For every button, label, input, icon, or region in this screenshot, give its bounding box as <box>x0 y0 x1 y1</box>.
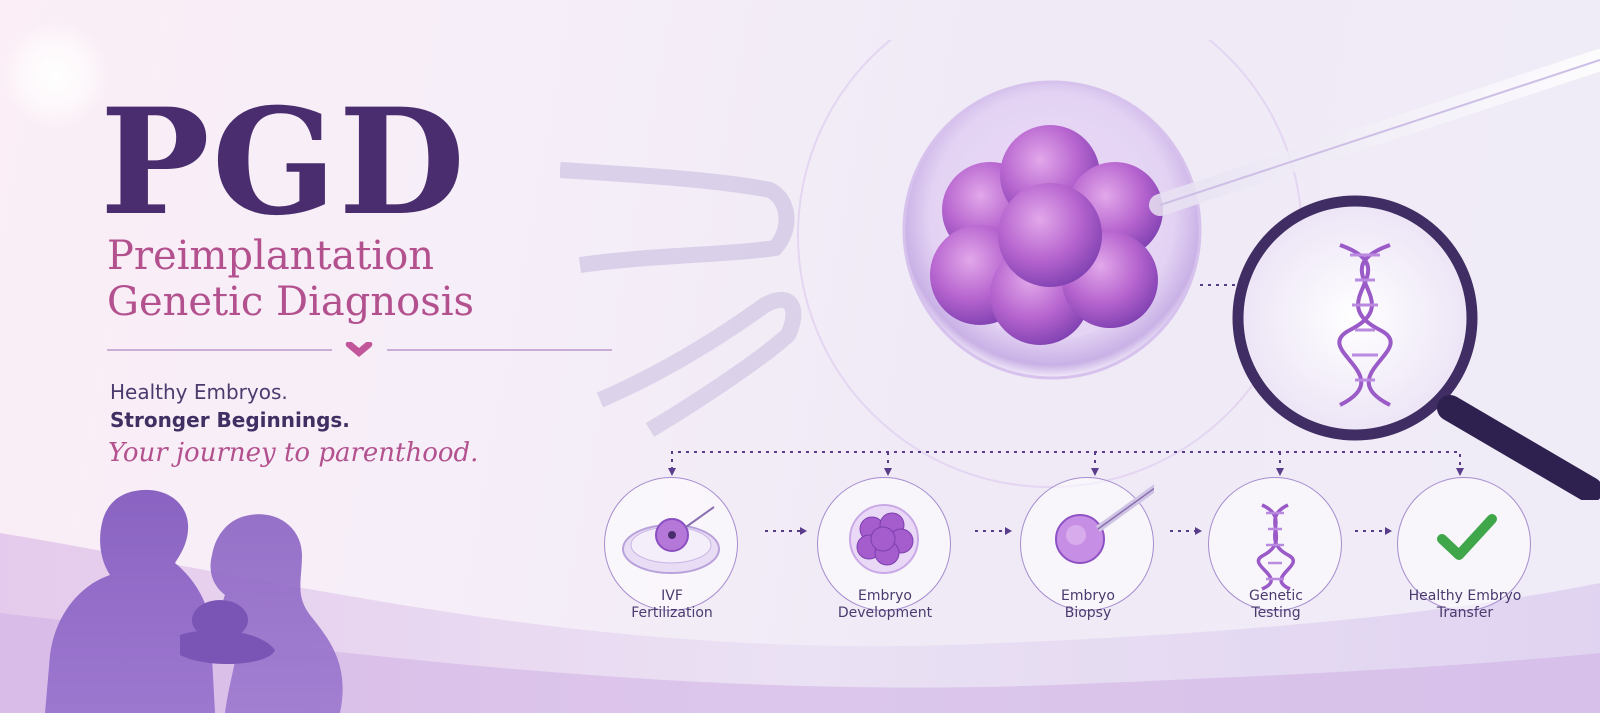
step-embryo-development: Embryo Development <box>805 477 965 621</box>
step-label: Embryo Development <box>837 588 933 621</box>
family-silhouette <box>45 489 343 713</box>
checkmark-icon <box>1437 514 1497 560</box>
dna-icon <box>1256 503 1296 591</box>
embryo-cluster-icon <box>849 504 919 574</box>
tagline-line-1: Healthy Embryos. <box>110 380 288 404</box>
step-genetic-testing: Genetic Testing <box>1196 477 1356 621</box>
step-label: Genetic Testing <box>1248 588 1304 621</box>
step-embryo-biopsy: Embryo Biopsy <box>1008 477 1168 621</box>
subtitle-line-2: Genetic Diagnosis <box>107 279 475 325</box>
step-label: IVF Fertilization <box>631 588 713 621</box>
tagline-script: Your journey to parenthood. <box>108 438 479 468</box>
page-subtitle: Preimplantation Genetic Diagnosis <box>107 233 474 325</box>
heart-divider <box>107 342 612 357</box>
light-glow <box>0 20 110 130</box>
tagline-line-2: Stronger Beginnings. <box>110 408 350 432</box>
biopsy-pipette-icon <box>1055 484 1154 564</box>
page-title: PGD <box>100 77 468 248</box>
petri-dish-icon <box>622 506 720 574</box>
step-label: Embryo Biopsy <box>1061 588 1115 621</box>
background-wave <box>0 533 1600 713</box>
step-ivf-fertilization: IVF Fertilization <box>592 477 752 621</box>
embryo-illustration <box>560 40 1600 500</box>
step-label: Healthy Embryo Transfer <box>1408 588 1522 621</box>
subtitle-line-1: Preimplantation <box>107 233 435 279</box>
step-healthy-embryo-transfer: Healthy Embryo Transfer <box>1385 477 1545 621</box>
heart-icon <box>345 342 373 357</box>
process-connector <box>668 451 1464 535</box>
